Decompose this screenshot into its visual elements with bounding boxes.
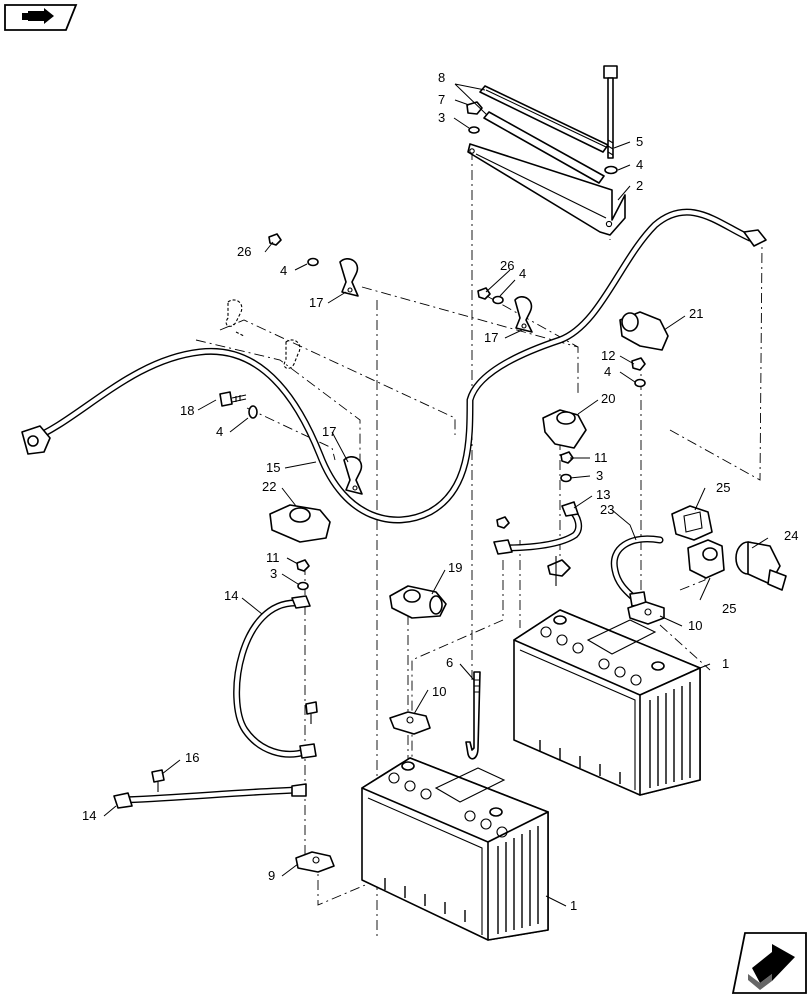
callout-8: 8 (438, 70, 445, 85)
washer-3-right (560, 473, 572, 483)
callout-4-clip-left: 4 (280, 263, 287, 278)
cable-clip-dashed-b (283, 339, 301, 369)
bracket-25-lower (687, 539, 725, 579)
battery-hold-down-bracket (467, 143, 626, 236)
cell-caps-right (540, 626, 642, 686)
callout-10-right: 10 (688, 618, 702, 633)
next-arrow-icon (748, 944, 795, 990)
terminal-cover-21 (619, 311, 669, 351)
back-arrow-icon (22, 8, 54, 24)
callout-14-top: 14 (224, 588, 238, 603)
callout-25-bottom: 25 (722, 601, 736, 616)
leader-lines (103, 83, 769, 907)
cell-caps-left (388, 772, 508, 838)
callout-25-top: 25 (716, 480, 730, 495)
callout-3-top: 3 (438, 110, 445, 125)
callout-2: 2 (636, 178, 643, 193)
terminal-cover-20 (542, 409, 587, 449)
washer-4-bolt (248, 405, 258, 419)
nut-26-left (268, 233, 282, 246)
callout-1-right: 1 (722, 656, 729, 671)
ground-cable-14-upper (233, 595, 317, 759)
nut-on-cable-13 (496, 516, 510, 529)
cable-clip-17-top (339, 258, 359, 297)
cable-13 (493, 501, 583, 555)
battery-right-ribs (539, 682, 691, 788)
callout-17-low: 17 (322, 424, 336, 439)
callout-24: 24 (784, 528, 798, 543)
terminal-clamp-10-left (389, 711, 431, 735)
nut-11-right (560, 451, 574, 464)
center-lines (195, 150, 763, 938)
callout-4-right: 4 (604, 364, 611, 379)
main-battery-cable (21, 208, 767, 524)
long-bolt (603, 65, 618, 159)
callout-20: 20 (601, 391, 615, 406)
callout-4-bolt: 4 (216, 424, 223, 439)
ground-cable-14-lower (113, 783, 307, 809)
washer-4-right (492, 295, 504, 305)
nut-11-left (296, 559, 310, 572)
callout-26-left: 26 (237, 244, 251, 259)
callout-4-clip-right: 4 (519, 266, 526, 281)
terminal-clamp-13 (547, 556, 571, 586)
hold-down-rod-6 (465, 671, 481, 760)
terminal-clamp-9 (295, 851, 335, 873)
callout-9: 9 (268, 868, 275, 883)
callout-17-top: 17 (309, 295, 323, 310)
bolt-16 (151, 769, 165, 792)
terminal-cover-22 (269, 504, 331, 543)
rubber-strip-lower (483, 111, 605, 184)
callout-22: 22 (262, 479, 276, 494)
battery-right (513, 609, 701, 796)
callout-23: 23 (600, 502, 614, 517)
terminal-cover-19 (389, 585, 447, 619)
callout-5: 5 (636, 134, 643, 149)
callout-3-left: 3 (270, 566, 277, 581)
callout-21: 21 (689, 306, 703, 321)
washer-5 (604, 165, 618, 175)
callout-13: 13 (596, 487, 610, 502)
callout-1-left: 1 (570, 898, 577, 913)
cable-23 (610, 535, 664, 607)
callout-17-mid: 17 (484, 330, 498, 345)
bracket-25-upper (671, 505, 713, 541)
callout-10-left: 10 (432, 684, 446, 699)
callout-11-left: 11 (266, 550, 280, 565)
callout-19: 19 (448, 560, 462, 575)
callout-6: 6 (446, 655, 453, 670)
cable-clip-17-mid (514, 296, 533, 333)
callout-labels: 8 7 3 5 4 2 26 4 17 26 4 17 18 4 17 15 2… (82, 70, 798, 913)
washer-3-left (297, 581, 309, 591)
battery-left-ribs (384, 826, 539, 934)
callout-18: 18 (180, 403, 194, 418)
bolt-18 (219, 391, 247, 407)
callout-3-right: 3 (596, 468, 603, 483)
callout-15: 15 (266, 460, 280, 475)
callout-11-right: 11 (594, 450, 608, 465)
back-nav-button[interactable] (4, 4, 78, 31)
washer-3-top (468, 126, 480, 134)
disconnect-switch-24 (735, 541, 787, 591)
washer-4-left (307, 257, 319, 267)
callout-12: 12 (601, 348, 615, 363)
battery-left (361, 757, 549, 941)
washer-4-right-low (634, 378, 646, 388)
callout-4-top: 4 (636, 157, 643, 172)
cable-clip-17-low (343, 456, 363, 495)
bolt-on-cable-14 (305, 701, 318, 724)
nut-7 (466, 101, 483, 115)
callout-14-bottom: 14 (82, 808, 96, 823)
callout-26-right: 26 (500, 258, 514, 273)
nut-12 (631, 357, 646, 371)
callout-16: 16 (185, 750, 199, 765)
callout-7: 7 (438, 92, 445, 107)
cable-clip-dashed-a (225, 299, 245, 337)
next-nav-button[interactable] (731, 932, 807, 994)
